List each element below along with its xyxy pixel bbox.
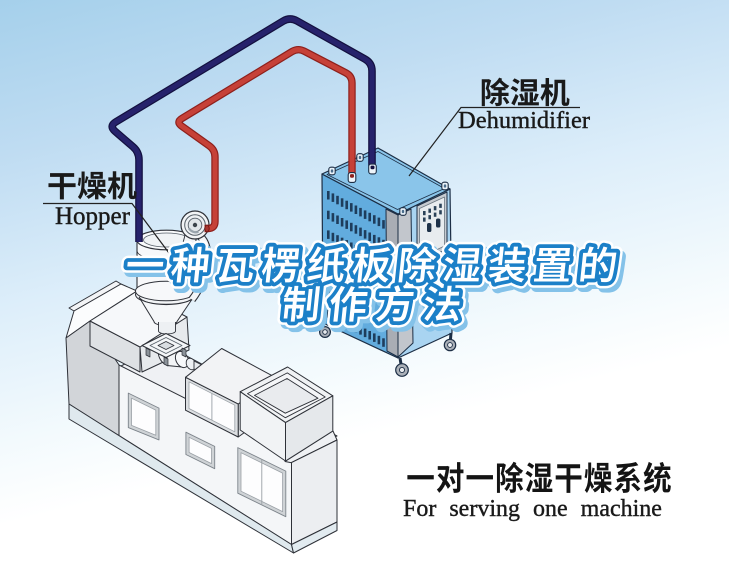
svg-text:Hopper: Hopper [55, 203, 131, 230]
svg-text:Dehumidifier: Dehumidifier [458, 107, 590, 134]
svg-text:For serving one machine: For serving one machine [403, 496, 662, 522]
